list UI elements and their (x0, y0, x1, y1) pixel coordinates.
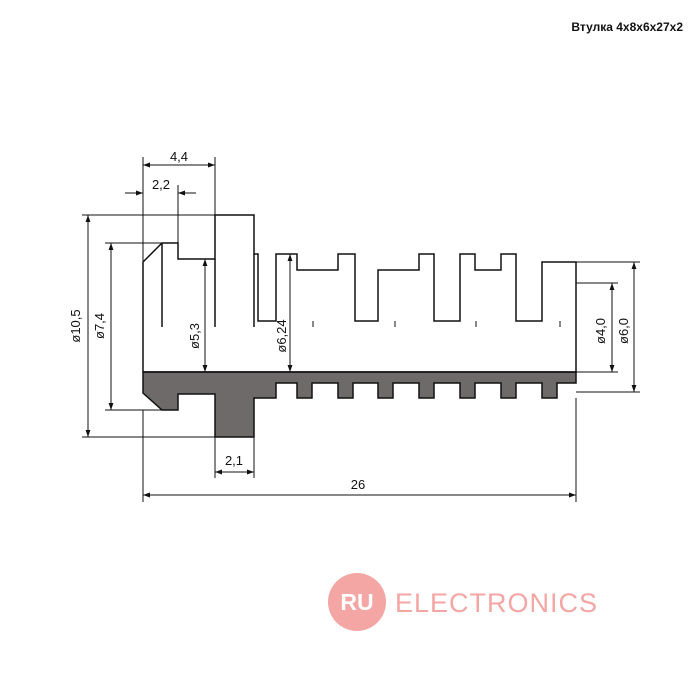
logo-text: ELECTRONICS (395, 588, 598, 618)
dim-2-2: 2,2 (152, 177, 170, 192)
drawing-title: Втулка 4x8x6x27x2 (571, 20, 683, 34)
logo-badge (328, 573, 386, 631)
dim-2-1: 2,1 (225, 453, 243, 468)
dim-4-4: 4,4 (170, 149, 188, 164)
dim-6-0: ø6,0 (616, 318, 631, 344)
tick-marks (312, 321, 561, 327)
dim-26: 26 (351, 477, 365, 492)
logo: RU ELECTRONICS (328, 573, 598, 631)
dim-6-24: ø6,24 (274, 319, 289, 352)
dim-10-5: ø10,5 (68, 309, 83, 342)
extension-lines (82, 157, 640, 502)
section-profile (142, 371, 577, 438)
dim-4-0: ø4,0 (593, 318, 608, 344)
dim-5-3: ø5,3 (187, 323, 202, 349)
outer-profile (142, 214, 577, 373)
logo-badge-text: RU (340, 589, 373, 615)
dim-7-4: ø7,4 (92, 313, 107, 339)
